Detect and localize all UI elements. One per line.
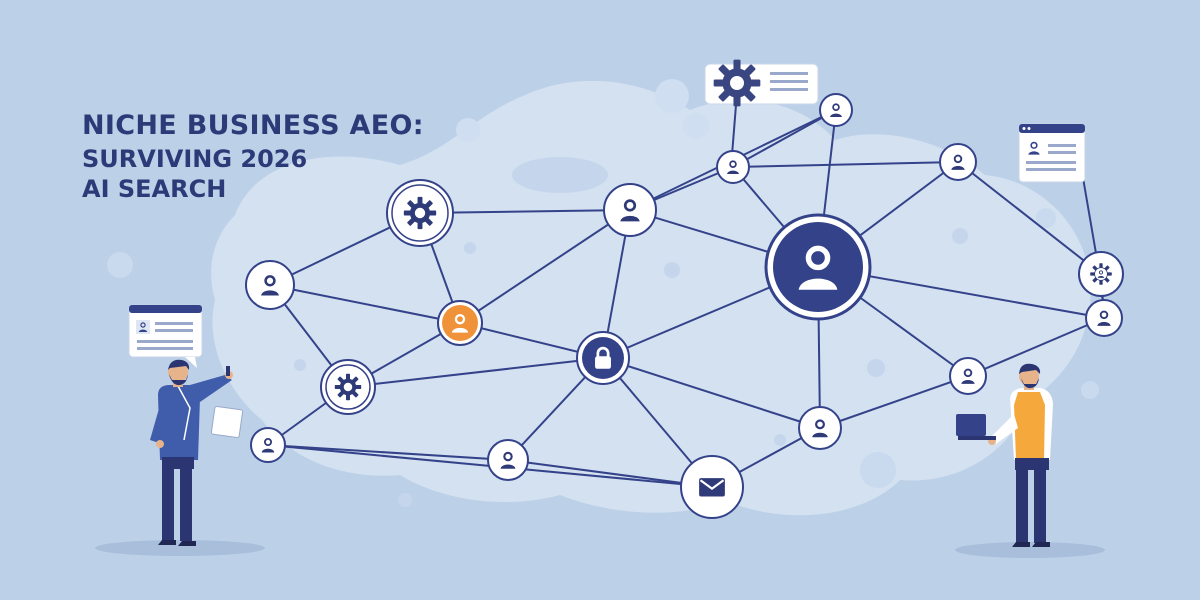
gear-icon (403, 196, 437, 230)
network-node-user (437, 300, 483, 346)
network-node-gear (320, 359, 376, 415)
network-node-user (949, 357, 987, 395)
network-edge (419, 209, 631, 214)
network-edge (459, 209, 631, 324)
network-edge (732, 109, 837, 168)
network-node-user (819, 93, 853, 127)
network-node-user (716, 150, 750, 184)
network-edge (347, 357, 604, 388)
network-node-lock (576, 331, 630, 385)
network-edge (957, 161, 1102, 275)
network-nodes (245, 93, 1124, 519)
network-node-user (245, 260, 295, 310)
network-node-user (939, 143, 977, 181)
title-line-1: NICHE BUSINESS AEO: (82, 110, 424, 141)
shadow-right (955, 542, 1105, 558)
title-line-3: AI SEARCH (82, 175, 227, 203)
network-node-gear (386, 179, 454, 247)
man-right-figure (956, 363, 1053, 547)
shadow-left (95, 540, 265, 556)
speech-card (128, 304, 203, 368)
network-node-user (487, 439, 529, 481)
network-node-user (764, 213, 872, 321)
settings-card (704, 59, 819, 107)
network-edge (267, 444, 509, 461)
profile-card (1018, 123, 1086, 183)
network-edge (732, 161, 959, 168)
network-edge (967, 317, 1105, 377)
network-edge (819, 375, 969, 429)
network-edge (269, 284, 461, 324)
network-edge (507, 459, 713, 488)
envelope-icon (698, 477, 726, 498)
network-edge (602, 357, 821, 429)
gear-icon (334, 373, 362, 401)
man-left-figure (150, 359, 244, 546)
network-node-user (1085, 299, 1123, 337)
network-node-user (603, 183, 657, 237)
network-node-envelope (680, 455, 744, 519)
network-node-user (250, 427, 286, 463)
page-title: NICHE BUSINESS AEO: SURVIVING 2026 AI SE… (82, 112, 424, 201)
network-node-gear-user (1078, 251, 1124, 297)
network-node-user (798, 406, 842, 450)
title-line-2: SURVIVING 2026 (82, 145, 308, 173)
